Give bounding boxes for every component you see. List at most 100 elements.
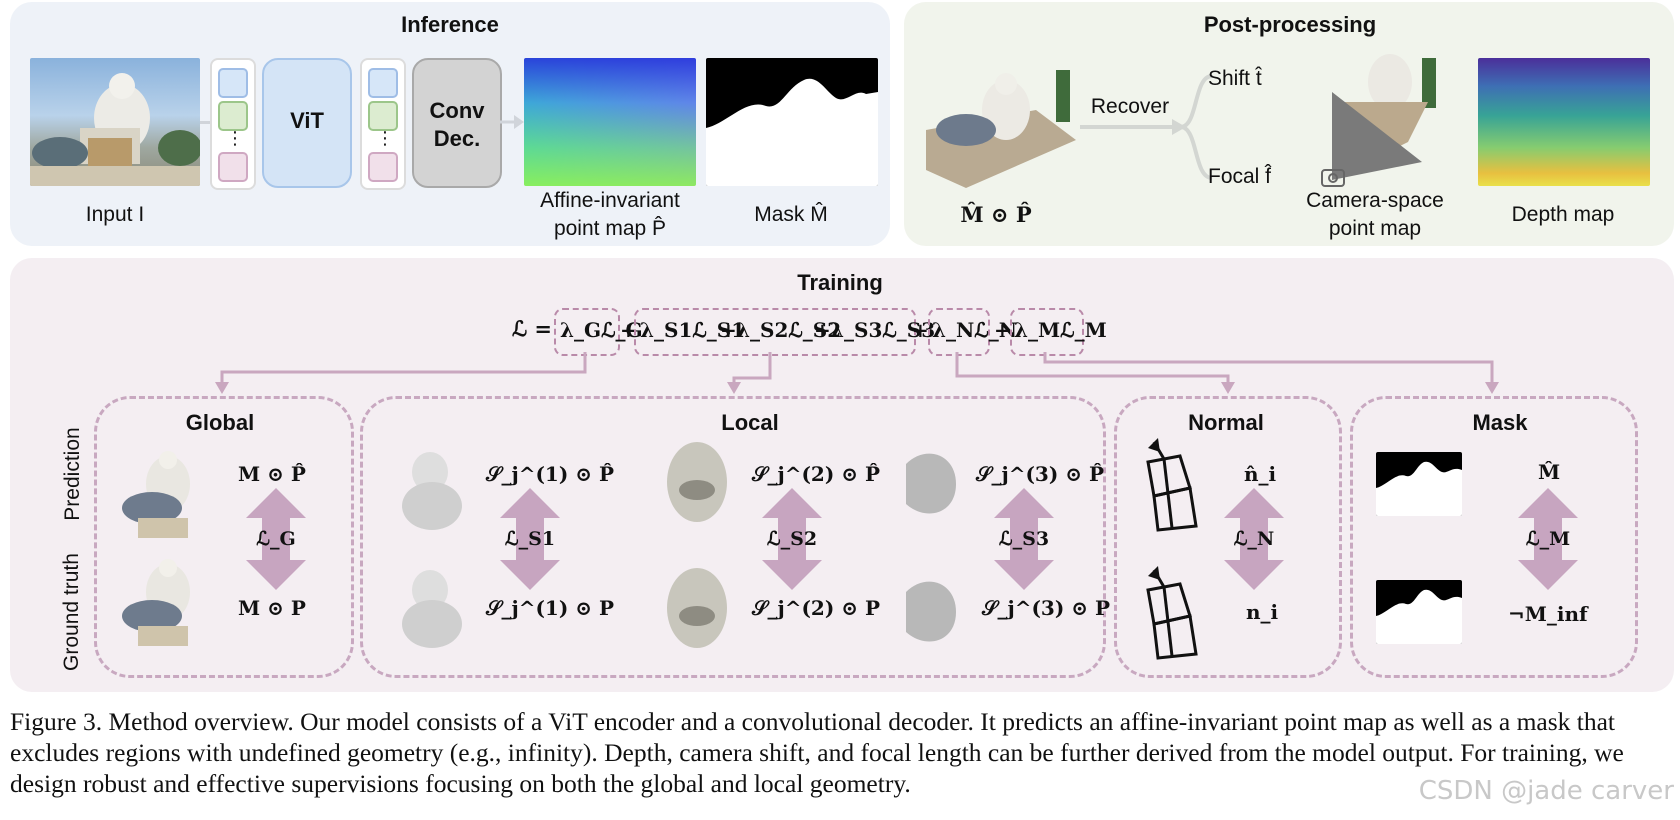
local-s3-pred-expr: 𝒮_j^(3) ⊙ P̂ <box>976 462 1105 486</box>
inference-title: Inference <box>401 12 499 37</box>
local-s1-loss-arrow <box>500 488 560 590</box>
pointmap-label-2: point map P̂ <box>553 217 667 240</box>
local-s1-pred-expr: 𝒮_j^(1) ⊙ P̂ <box>486 462 615 486</box>
vit-block <box>262 58 352 188</box>
local-s3-gt-expr: 𝒮_j^(3) ⊙ P <box>982 596 1111 620</box>
local-s1-pred-shape <box>402 452 462 530</box>
global-loss-arrow <box>246 488 306 590</box>
local-title: Local <box>721 410 779 435</box>
input-label: Input I <box>40 202 190 227</box>
recover-label: Recover <box>1090 95 1170 118</box>
global-title: Global <box>185 410 255 435</box>
row-label-ground-truth: Ground truth <box>60 553 83 671</box>
mask-gt-image <box>1376 580 1462 644</box>
token-blue-1 <box>218 68 248 98</box>
local-s3-loss-arrow <box>994 488 1054 590</box>
formula-term-s3: λ_S3ℒ_S3 <box>830 318 936 342</box>
formula-term-mask: λ_Mℒ_M <box>1014 318 1107 342</box>
depth-map-label: Depth map <box>1511 203 1615 226</box>
focal-label: Focal f̂ <box>1208 165 1272 188</box>
local-s2-pred-face <box>667 442 727 522</box>
formula-term-normal: λ_Nℒ_N <box>932 318 1017 342</box>
input-image <box>30 58 200 186</box>
mask-loss-label: ℒ_M <box>1525 528 1571 550</box>
token-pink-1 <box>218 152 248 182</box>
figure-caption: Figure 3. Method overview. Our model con… <box>10 707 1624 798</box>
token-dots-1: ⋮ <box>226 128 244 148</box>
masked-pointcloud-label: M̂ ⊙ P̂ <box>960 202 1032 227</box>
vit-label: ViT <box>290 108 324 133</box>
local-s2-loss-arrow <box>762 488 822 590</box>
pointcloud-illustration <box>926 70 1076 188</box>
mask-image <box>706 58 878 186</box>
formula-mask-box <box>1010 308 1084 356</box>
decoder-to-pointmap-arrow <box>500 115 524 129</box>
formula-term-s1: λ_S1ℒ_S1 <box>640 318 746 342</box>
token-blue-2 <box>368 68 398 98</box>
formula-plus-2: + <box>720 318 737 342</box>
camera-space-pointmap-image <box>1318 52 1444 188</box>
shift-label: Shift t̂ <box>1208 67 1262 90</box>
camera-space-label-1: Camera-space <box>1306 189 1444 212</box>
local-s1-gt-expr: 𝒮_j^(1) ⊙ P <box>486 596 615 620</box>
token-green-2 <box>368 101 398 131</box>
row-label-prediction: Prediction <box>61 427 84 521</box>
local-s3-pred-mesh <box>906 453 956 514</box>
formula-lhs: ℒ = <box>512 316 553 341</box>
masked-pointcloud-image <box>926 70 1076 188</box>
global-loss-label: ℒ_G <box>256 528 296 550</box>
normal-gt-grid <box>1146 566 1198 660</box>
local-s3-loss-label: ℒ_S3 <box>998 528 1050 550</box>
mask-box <box>1350 396 1638 678</box>
global-pred-expr: M ⊙ P̂ <box>238 462 306 486</box>
camera-frustum-illustration <box>1321 54 1436 187</box>
recover-arrow <box>1080 119 1186 135</box>
conv-decoder-block <box>412 58 502 188</box>
token-dots-2: ⋮ <box>376 128 394 148</box>
formula-connector-arrows <box>215 352 1499 394</box>
input-connector <box>200 121 212 124</box>
normal-title: Normal <box>1188 410 1264 435</box>
local-s2-loss-label: ℒ_S2 <box>766 528 818 550</box>
conv-label-1: Conv <box>429 98 485 123</box>
formula-local-box <box>634 308 916 356</box>
normal-pred-grid <box>1146 438 1198 532</box>
formula-plus-3: + <box>814 318 831 342</box>
camera-space-label-2: point map <box>1328 217 1422 240</box>
global-gt-expr: M ⊙ P <box>238 596 306 620</box>
pointmap-label-1: Affine-invariant <box>540 189 680 212</box>
local-s3-gt-mesh <box>906 581 956 642</box>
training-title: Training <box>797 270 883 295</box>
normal-gt-expr: n_i <box>1246 600 1279 624</box>
local-s1-gt-shape <box>402 570 462 648</box>
formula-normal-box <box>928 308 990 356</box>
local-s1-loss-label: ℒ_S1 <box>504 528 556 550</box>
local-s2-gt-face <box>667 568 727 648</box>
input-label-text: Input I <box>85 203 145 226</box>
normal-pred-expr: n̂_i <box>1244 462 1277 486</box>
mask-title: Mask <box>1472 410 1528 435</box>
mask-gt-expr: ¬M_inf <box>1508 602 1588 626</box>
watermark: CSDN @jade carver <box>1418 776 1674 806</box>
shift-focal-brace <box>1181 74 1213 180</box>
global-box <box>94 396 354 678</box>
formula-plus-5: + <box>994 318 1011 342</box>
mask-label: Mask M̂ <box>754 203 828 226</box>
pointmap-image <box>524 58 696 186</box>
formula-term-global: λ_Gℒ_G <box>560 318 643 342</box>
mask-gt-silhouette <box>1376 589 1462 644</box>
mask-pred-expr: M̂ <box>1538 460 1561 484</box>
mask-silhouette <box>706 78 878 186</box>
normal-loss-arrow <box>1224 488 1284 590</box>
conv-label-2: Dec. <box>433 126 481 151</box>
global-gt-statue <box>122 559 190 646</box>
formula-plus-4: + <box>912 318 929 342</box>
depth-map-image <box>1478 58 1650 186</box>
normal-box <box>1114 396 1342 678</box>
token-pink-2 <box>368 152 398 182</box>
postprocessing-title: Post-processing <box>1203 12 1377 37</box>
mask-pred-image <box>1376 452 1462 516</box>
local-s2-gt-expr: 𝒮_j^(2) ⊙ P <box>752 596 881 620</box>
formula-plus-1: + <box>620 318 637 342</box>
formula-global-box <box>554 308 620 356</box>
